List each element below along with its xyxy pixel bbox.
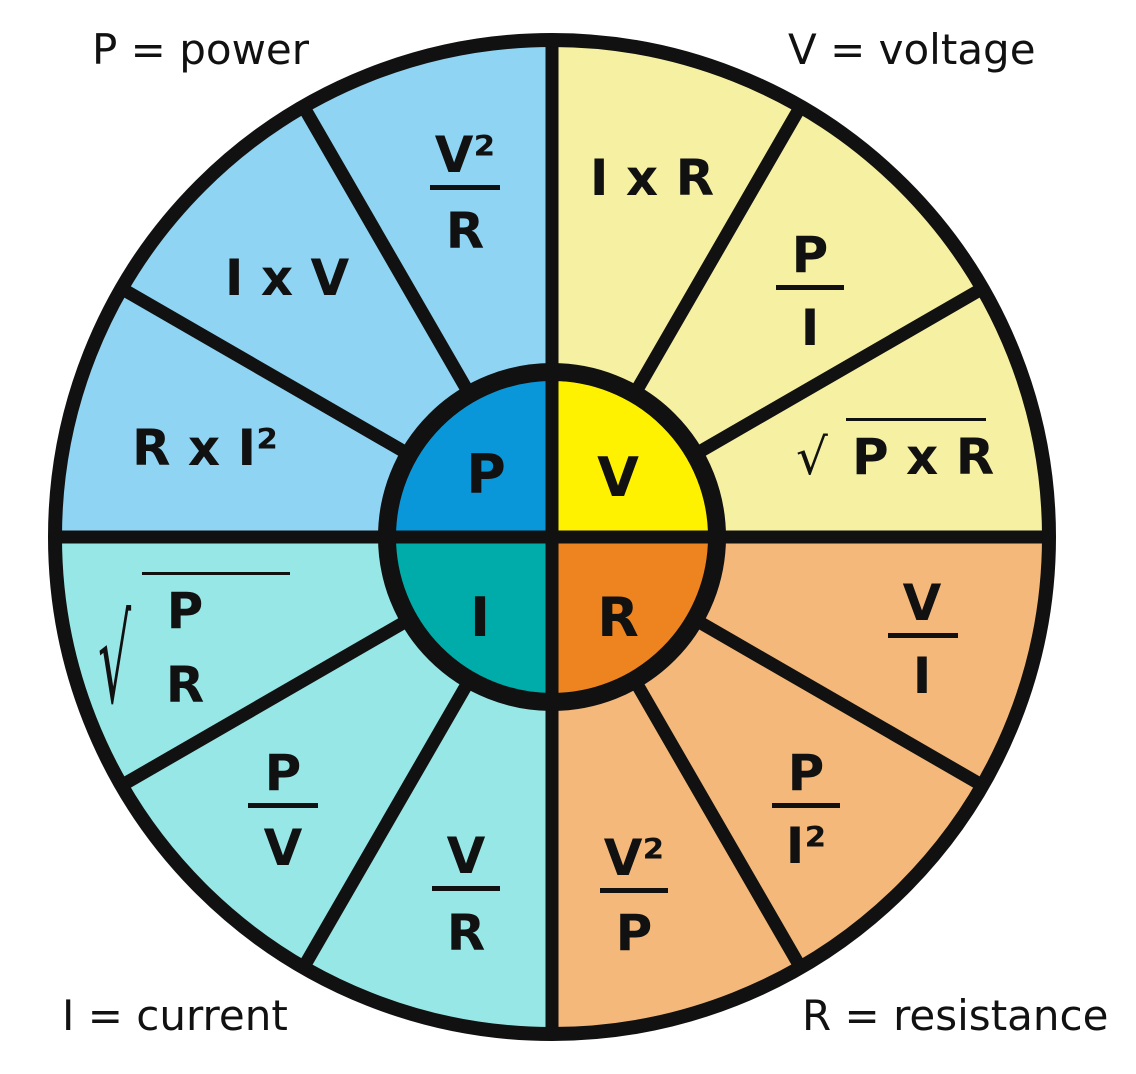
inner-circle-outline xyxy=(378,363,726,711)
svg-text:P x R: P x R xyxy=(852,428,994,486)
formula-P-over-I2: P I² xyxy=(772,744,840,875)
divider-line xyxy=(691,613,986,792)
formula-V2-over-R: V² R xyxy=(430,126,500,260)
center-I: I xyxy=(470,586,490,649)
svg-text:R: R xyxy=(446,202,485,260)
formula-R-x-I2: R x I² xyxy=(132,419,278,477)
legend-voltage: V = voltage xyxy=(788,25,1036,74)
sector-I xyxy=(55,537,552,1034)
svg-text:V: V xyxy=(903,574,942,632)
sector-P xyxy=(55,40,552,537)
sqrt-icon: √ xyxy=(98,590,131,730)
svg-text:V: V xyxy=(264,819,303,877)
formula-V-over-R: V R xyxy=(432,827,500,962)
svg-text:P: P xyxy=(788,744,825,802)
formula-sqrt-P-x-R: √ P x R xyxy=(796,418,994,486)
svg-text:V²: V² xyxy=(435,126,496,184)
svg-text:I²: I² xyxy=(786,817,827,875)
formula-sqrt-P-over-R: √ P R xyxy=(98,572,290,731)
center-sector-R xyxy=(552,537,717,702)
sector-R xyxy=(552,537,1049,1034)
formula-V-over-I: V I xyxy=(888,574,958,705)
formula-P-over-I: P I xyxy=(776,226,844,357)
svg-text:P: P xyxy=(616,904,653,962)
center-V: V xyxy=(597,446,639,509)
sector-wedges xyxy=(55,40,1049,1034)
formula-P-over-V: P V xyxy=(248,744,318,877)
divider-lines xyxy=(48,33,1056,1041)
svg-text:V: V xyxy=(447,827,486,885)
svg-text:P: P xyxy=(792,226,829,284)
center-P: P xyxy=(466,443,506,506)
svg-text:P: P xyxy=(167,582,204,640)
svg-text:V²: V² xyxy=(604,829,665,887)
divider-line xyxy=(628,676,807,971)
svg-text:R: R xyxy=(166,656,205,714)
svg-text:I: I xyxy=(801,299,820,357)
outer-circle-outline xyxy=(48,33,1056,1041)
svg-text:P: P xyxy=(265,744,302,802)
center-sector-P xyxy=(387,372,552,537)
svg-text:I: I xyxy=(913,647,932,705)
divider-line xyxy=(297,676,476,971)
legend-resistance: R = resistance xyxy=(802,991,1108,1040)
formula-I-x-V: I x V xyxy=(225,249,350,307)
center-sector-I xyxy=(387,537,552,702)
legend-power: P = power xyxy=(92,25,310,74)
svg-text:R: R xyxy=(447,904,486,962)
divider-line xyxy=(118,282,413,461)
divider-line xyxy=(297,103,476,398)
center-R: R xyxy=(597,586,639,649)
legend-current: I = current xyxy=(62,991,288,1040)
divider-line xyxy=(628,103,807,398)
sqrt-icon: √ xyxy=(796,428,828,486)
formula-I-x-R: I x R xyxy=(590,149,714,207)
center-sector-V xyxy=(552,372,717,537)
divider-line xyxy=(691,282,986,461)
formula-V2-over-P: V² P xyxy=(600,829,668,962)
divider-line xyxy=(118,613,413,792)
